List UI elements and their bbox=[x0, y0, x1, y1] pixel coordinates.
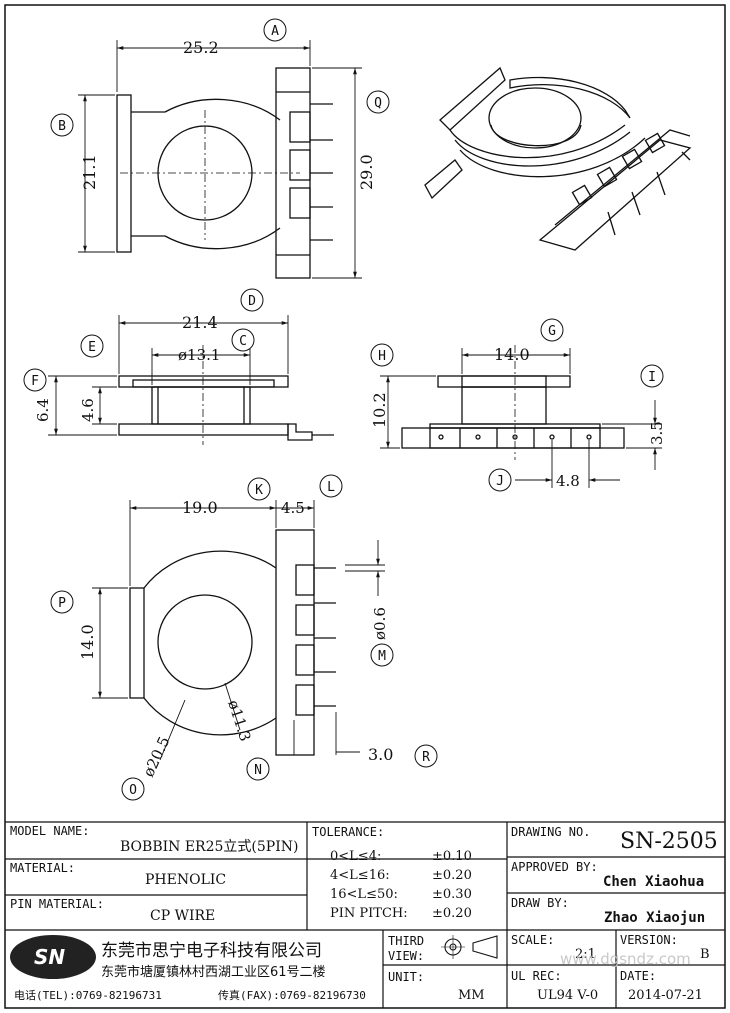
tol-range-3: 16<L≤50: bbox=[330, 887, 398, 902]
tol-value-1: ±0.10 bbox=[432, 849, 472, 864]
dim-k-value: 19.0 bbox=[182, 498, 218, 517]
bottom-view bbox=[129, 529, 336, 756]
ul-rec-label: UL REC: bbox=[511, 969, 562, 983]
sheet-border bbox=[4, 4, 726, 1009]
watermark: www.dgsndz.com bbox=[560, 950, 691, 968]
drawing-no-value: SN-2505 bbox=[620, 829, 718, 854]
dim-i-value: 3.5 bbox=[648, 421, 666, 445]
scale-label: SCALE: bbox=[511, 933, 555, 947]
callout-h: H bbox=[378, 349, 386, 364]
top-view bbox=[116, 67, 333, 279]
callout-f: F bbox=[31, 374, 39, 389]
approved-by-value: Chen Xiaohua bbox=[603, 874, 705, 890]
callout-g: G bbox=[548, 324, 556, 339]
tol-value-3: ±0.30 bbox=[432, 887, 472, 902]
material-value: PHENOLIC bbox=[145, 872, 227, 888]
dim-h-value: 10.2 bbox=[370, 392, 389, 428]
callout-d: D bbox=[248, 294, 256, 309]
dim-o-value: ø20.5 bbox=[139, 734, 173, 780]
callout-a: A bbox=[271, 24, 279, 39]
dim-e-value: 4.6 bbox=[79, 398, 97, 422]
pin-material-label: PIN MATERIAL: bbox=[10, 897, 104, 911]
dim-c-value: ø13.1 bbox=[178, 346, 220, 364]
dim-l-value: 4.5 bbox=[281, 499, 305, 517]
drawn-by-label: DRAW BY: bbox=[511, 896, 569, 910]
callout-q: Q bbox=[374, 96, 382, 111]
tol-range-2: 4<L≤16: bbox=[330, 868, 390, 883]
dim-j-value: 4.8 bbox=[556, 472, 580, 490]
side-view bbox=[401, 345, 625, 460]
company-name: 东莞市思宁电子科技有限公司 bbox=[101, 941, 322, 961]
company-tel: 电话(TEL):0769-82196731 bbox=[14, 989, 162, 1002]
callout-k: K bbox=[255, 483, 263, 498]
model-name-value: BOBBIN ER25立式(5PIN) bbox=[120, 839, 299, 855]
callout-i: I bbox=[648, 370, 656, 385]
tolerance-label: TOLERANCE: bbox=[312, 825, 385, 839]
pin-material-value: CP WIRE bbox=[150, 908, 216, 924]
dim-d-value: 21.4 bbox=[182, 313, 218, 332]
sn-logo bbox=[10, 935, 96, 979]
callout-n: N bbox=[254, 763, 262, 778]
tol-value-4: ±0.20 bbox=[432, 906, 472, 921]
callout-p: P bbox=[58, 596, 66, 611]
dim-q-value: 29.0 bbox=[357, 154, 376, 190]
ul-rec-value: UL94 V-0 bbox=[537, 988, 599, 1003]
isometric-view bbox=[424, 66, 692, 251]
company-fax: 传真(FAX):0769-82196730 bbox=[218, 989, 366, 1002]
drawn-by-value: Zhao Xiaojun bbox=[604, 910, 706, 926]
dim-a-value: 25.2 bbox=[183, 38, 219, 57]
third-view-label: THIRD VIEW: bbox=[388, 934, 425, 963]
unit-value: MM bbox=[458, 988, 485, 1003]
company-address: 东莞市塘厦镇林村西湖工业区61号二楼 bbox=[101, 965, 326, 980]
version-label: VERSION: bbox=[620, 933, 678, 947]
callout-r: R bbox=[422, 750, 430, 765]
material-label: MATERIAL: bbox=[10, 861, 76, 875]
callout-b: B bbox=[58, 119, 66, 134]
version-value: B bbox=[700, 947, 710, 962]
dim-g-value: 14.0 bbox=[494, 345, 530, 364]
unit-label: UNIT: bbox=[388, 970, 425, 984]
callout-c: C bbox=[239, 334, 247, 349]
dim-m-value: ø0.6 bbox=[371, 607, 389, 640]
callout-o: O bbox=[129, 783, 137, 798]
callout-j: J bbox=[496, 474, 504, 489]
callout-l: L bbox=[327, 480, 335, 495]
callout-m: M bbox=[378, 649, 386, 664]
callout-e: E bbox=[88, 340, 96, 355]
front-view bbox=[118, 345, 334, 445]
drawing-no-label: DRAWING NO. bbox=[511, 825, 591, 839]
third-angle-projection-icon bbox=[441, 935, 498, 959]
date-label: DATE: bbox=[620, 969, 657, 983]
scale-value: 2:1 bbox=[575, 947, 596, 962]
tol-value-2: ±0.20 bbox=[432, 868, 472, 883]
tol-range-1: 0<L≤4: bbox=[330, 849, 382, 864]
dim-n-value: ø11.3 bbox=[224, 698, 254, 744]
title-block-grid bbox=[5, 821, 725, 1008]
tol-range-4: PIN PITCH: bbox=[330, 906, 408, 921]
model-name-label: MODEL NAME: bbox=[10, 824, 90, 838]
date-value: 2014-07-21 bbox=[628, 988, 703, 1003]
dim-b-value: 21.1 bbox=[80, 154, 99, 190]
dim-r-value: 3.0 bbox=[368, 745, 393, 764]
logo-text: SN bbox=[34, 945, 66, 969]
dim-p-value: 14.0 bbox=[78, 624, 97, 660]
dim-f-value: 6.4 bbox=[34, 398, 52, 422]
approved-by-label: APPROVED BY: bbox=[511, 860, 598, 874]
